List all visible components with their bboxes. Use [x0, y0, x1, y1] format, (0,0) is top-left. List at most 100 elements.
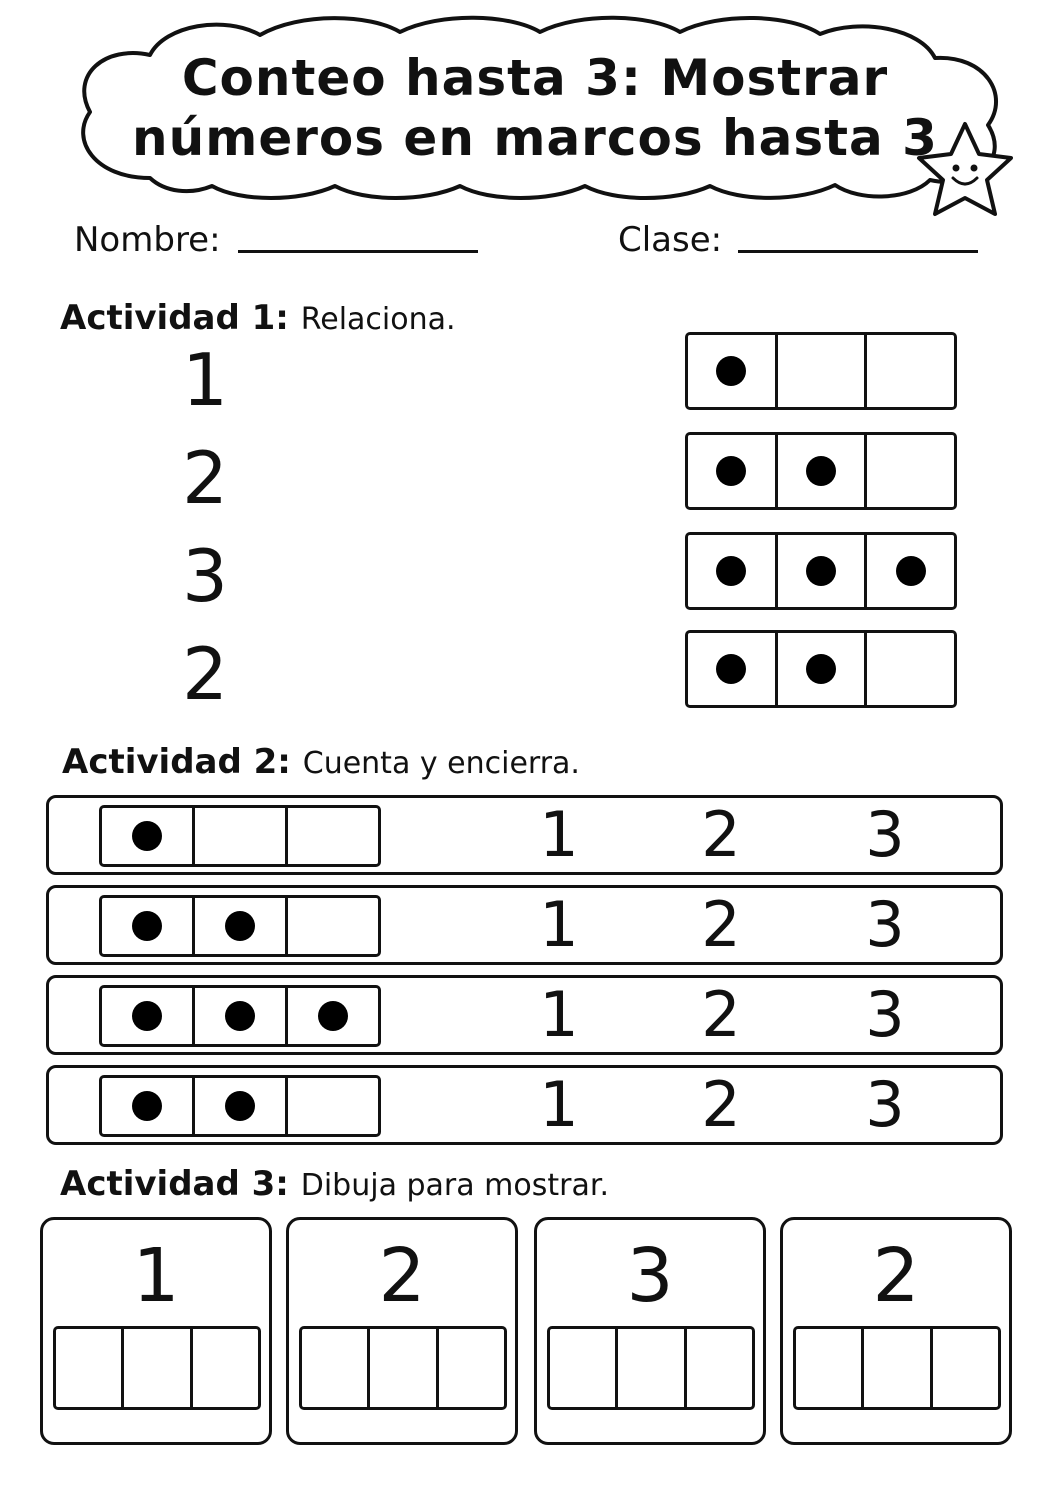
frame-cell — [370, 1329, 439, 1407]
frame-cell — [288, 1078, 378, 1134]
draw-ten-frame[interactable] — [547, 1326, 755, 1410]
choice-number[interactable]: 3 — [865, 798, 905, 871]
name-label: Nombre: — [74, 220, 221, 260]
frame-cell — [618, 1329, 687, 1407]
activity-1-ten-frame[interactable] — [685, 332, 957, 410]
frame-cell — [102, 988, 195, 1044]
activity-2-ten-frame — [99, 985, 381, 1047]
class-label: Clase: — [618, 220, 723, 260]
frame-cell — [687, 1329, 752, 1407]
name-field[interactable] — [238, 250, 478, 253]
frame-cell — [124, 1329, 193, 1407]
counter-dot — [132, 1001, 162, 1031]
frame-cell — [688, 633, 778, 705]
frame-cell — [778, 633, 868, 705]
choice-number[interactable]: 1 — [539, 888, 579, 961]
activity-2-ten-frame — [99, 805, 381, 867]
frame-cell — [195, 1078, 288, 1134]
frame-cell — [867, 633, 954, 705]
activity-2-row: 1 2 3 — [46, 885, 1003, 965]
counter-dot — [132, 911, 162, 941]
activity-1-number[interactable]: 2 — [182, 436, 228, 520]
activity-3-number: 3 — [626, 1233, 674, 1319]
choice-number[interactable]: 3 — [865, 1068, 905, 1141]
counter-dot — [132, 821, 162, 851]
activity-2-row: 1 2 3 — [46, 975, 1003, 1055]
frame-cell — [288, 898, 378, 954]
activity-3-title: Actividad 3: — [60, 1164, 289, 1204]
choice-number[interactable]: 3 — [865, 888, 905, 961]
activity-1-ten-frame[interactable] — [685, 630, 957, 708]
frame-cell — [302, 1329, 371, 1407]
counter-dot — [806, 654, 836, 684]
activity-3-number: 2 — [872, 1233, 920, 1319]
frame-cell — [688, 335, 778, 407]
activity-1-heading: Actividad 1: Relaciona. — [60, 298, 456, 340]
activity-1-number[interactable]: 3 — [182, 534, 228, 618]
activity-1-ten-frame[interactable] — [685, 532, 957, 610]
frame-cell — [864, 1329, 933, 1407]
counter-dot — [716, 654, 747, 684]
activity-3-card: 2 — [780, 1217, 1012, 1445]
title-cloud — [81, 15, 1013, 216]
counter-dot — [318, 1001, 348, 1031]
frame-cell — [288, 988, 378, 1044]
counter-dot — [716, 456, 747, 486]
counter-dot — [895, 556, 926, 586]
activity-2-ten-frame — [99, 1075, 381, 1137]
page-title-line-1: Conteo hasta 3: Mostrar — [181, 49, 889, 107]
activity-3-instruction: Dibuja para mostrar. — [300, 1168, 609, 1203]
frame-cell — [195, 988, 288, 1044]
activity-3-card: 3 — [534, 1217, 766, 1445]
frame-cell — [867, 535, 954, 607]
counter-dot — [225, 1091, 255, 1121]
counter-dot — [132, 1091, 162, 1121]
activity-2-row: 1 2 3 — [46, 795, 1003, 875]
choice-number[interactable]: 1 — [539, 1068, 579, 1141]
draw-ten-frame[interactable] — [793, 1326, 1001, 1410]
activity-2-ten-frame — [99, 895, 381, 957]
choice-number[interactable]: 2 — [701, 1068, 741, 1141]
cloud-outline — [81, 15, 999, 200]
page-title-line-2: números en marcos hasta 3 — [132, 109, 938, 167]
frame-cell — [867, 335, 954, 407]
frame-cell — [688, 535, 778, 607]
frame-cell — [195, 898, 288, 954]
class-field[interactable] — [738, 250, 978, 253]
activity-2-instruction: Cuenta y encierra. — [302, 746, 580, 781]
activity-3-number: 1 — [132, 1233, 180, 1319]
choice-number[interactable]: 2 — [701, 888, 741, 961]
activity-1-instruction: Relaciona. — [300, 302, 456, 337]
activity-1-number[interactable]: 2 — [182, 632, 228, 716]
choice-number[interactable]: 1 — [539, 798, 579, 871]
counter-dot — [225, 1001, 255, 1031]
activity-3-number: 2 — [378, 1233, 426, 1319]
frame-cell — [796, 1329, 865, 1407]
counter-dot — [716, 356, 747, 386]
frame-cell — [193, 1329, 258, 1407]
choice-number[interactable]: 1 — [539, 978, 579, 1051]
choice-number[interactable]: 2 — [701, 798, 741, 871]
frame-cell — [778, 335, 868, 407]
frame-cell — [688, 435, 778, 507]
activity-3-heading: Actividad 3: Dibuja para mostrar. — [60, 1164, 609, 1206]
draw-ten-frame[interactable] — [299, 1326, 507, 1410]
frame-cell — [288, 808, 378, 864]
frame-cell — [102, 1078, 195, 1134]
frame-cell — [439, 1329, 504, 1407]
activity-3-card: 1 — [40, 1217, 272, 1445]
choice-number[interactable]: 3 — [865, 978, 905, 1051]
frame-cell — [778, 435, 868, 507]
activity-2-heading: Actividad 2: Cuenta y encierra. — [62, 742, 580, 784]
counter-dot — [806, 556, 836, 586]
frame-cell — [550, 1329, 619, 1407]
frame-cell — [867, 435, 954, 507]
draw-ten-frame[interactable] — [53, 1326, 261, 1410]
activity-2-row: 1 2 3 — [46, 1065, 1003, 1145]
activity-1-number[interactable]: 1 — [182, 338, 228, 422]
frame-cell — [195, 808, 288, 864]
frame-cell — [102, 808, 195, 864]
activity-1-ten-frame[interactable] — [685, 432, 957, 510]
frame-cell — [102, 898, 195, 954]
choice-number[interactable]: 2 — [701, 978, 741, 1051]
